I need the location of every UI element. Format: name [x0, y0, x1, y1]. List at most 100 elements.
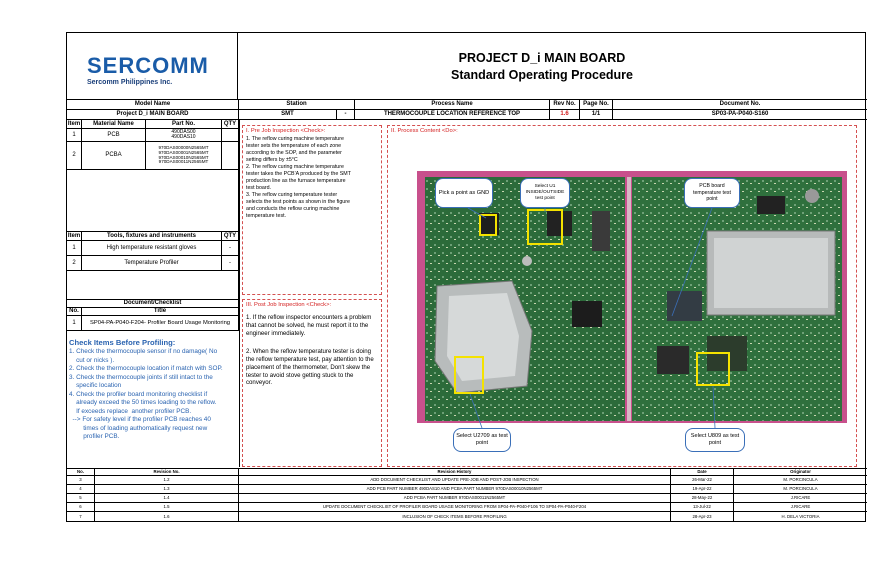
mat-name: PCB: [82, 129, 146, 142]
check-items: Check Items Before Profiling: 1. Check t…: [69, 338, 239, 442]
rev-date: 28-Apr-23: [671, 512, 734, 522]
rev-date: 13-Jul-22: [671, 503, 734, 512]
pre-job-line: tester sets the temperature of each zone: [246, 142, 342, 149]
document-subtitle: Standard Operating Procedure: [451, 68, 633, 82]
mat-name: PCBA: [82, 142, 146, 170]
tools-header-qty: QTY: [222, 232, 239, 241]
table-row: 6: [67, 503, 95, 512]
check-line: 1. Check the thermocouple sensor if no d…: [69, 348, 218, 356]
process-title: II. Process Content <Do>:: [391, 128, 458, 134]
pre-job-panel: I. Pre Job Inspection <Check>: 1. The re…: [242, 125, 382, 295]
callout-leader-lines: [467, 207, 716, 429]
value-rev-no: 1.6: [550, 110, 580, 120]
pre-job-line: test board.: [246, 184, 272, 191]
check-line: specific location: [69, 382, 122, 390]
check-line: 4. Check the profiler board monitoring c…: [69, 390, 208, 398]
value-document-no: SP03-PA-P040-S160: [613, 110, 867, 120]
table-row: 1: [67, 129, 82, 142]
check-line: If exceeds replace another profiler PCB.: [69, 407, 192, 415]
rev-date: 28-May-22: [671, 494, 734, 503]
pre-job-line: 3. The reflow curing temperature tester: [246, 191, 338, 198]
pcb-photo: [417, 171, 847, 423]
post-job-item-1: 1. If the reflow inspector encounters a …: [246, 314, 372, 337]
highlight-u2709: [454, 356, 484, 394]
value-page-no: 1/1: [580, 110, 613, 120]
mat-header-qty: QTY: [222, 120, 239, 129]
header-process-name: Process Name: [355, 100, 550, 110]
rev-rev: 1.3: [95, 485, 239, 494]
pcb-board-image: [417, 171, 847, 423]
table-row: 7: [67, 512, 95, 522]
check-line: 2. Check the thermocouple location if ma…: [69, 365, 223, 373]
rev-header-history: Revision History: [239, 469, 671, 476]
check-items-heading: Check Items Before Profiling:: [69, 338, 176, 347]
doc-header-title: Title: [82, 308, 239, 316]
rev-header-no: No.: [67, 469, 95, 476]
company-subtitle: Sercomm Philippines Inc.: [87, 79, 173, 86]
pre-job-title: I. Pre Job Inspection <Check>:: [246, 128, 326, 134]
tools-header-item: Item: [67, 232, 82, 241]
pre-job-line: 2. The reflow curing machine temperature: [246, 163, 344, 170]
rev-originator: M. PORCINCULA: [734, 485, 867, 494]
tool-qty: -: [222, 256, 239, 271]
mat-header-part: Part No.: [146, 120, 222, 129]
post-job-panel: III. Post Job Inspection <Check>: 1. If …: [242, 299, 382, 467]
mat-part: 490DAS00 490DAS10: [146, 129, 222, 142]
tool-name: High temperature resistant gloves: [82, 241, 222, 256]
callout-gnd: Pick a point as GND: [435, 178, 493, 208]
sop-document: SERCOMM Sercomm Philippines Inc. PROJECT…: [66, 32, 867, 522]
table-row: 2: [67, 256, 82, 271]
check-line: profiler PCB.: [69, 433, 120, 441]
process-panel: II. Process Content <Do>:: [387, 125, 857, 467]
check-line: 3. Check the thermocouple joints if stil…: [69, 373, 213, 381]
header-page-no: Page No.: [580, 100, 613, 110]
post-job-item-2: 2. When the reflow temperature tester is…: [246, 347, 374, 387]
mat-part: 970DAS00000N2565MT 970DAS00001N2565MT 97…: [146, 142, 222, 170]
header-document-no: Document No.: [613, 100, 867, 110]
table-row: 5: [67, 494, 95, 503]
rev-history: UPDATE DOCUMENT CHECKLIST OF PROFILER BO…: [239, 503, 671, 512]
pre-job-line: and conducts the reflow curing machine: [246, 205, 340, 212]
doc-row-title: SP04-PA-P040-F204- Profiler Board Usage …: [82, 316, 239, 331]
mat-header-item: Item: [67, 120, 82, 129]
mat-header-name: Material Name: [82, 120, 146, 129]
rev-header-date: Date: [671, 469, 734, 476]
rev-rev: 1.4: [95, 494, 239, 503]
pre-job-line: setting differs by ±5°C: [246, 156, 298, 163]
pre-job-line: production line as the furnace temperatu…: [246, 177, 346, 184]
rev-history: ADD DOCUMENT CHECKLIST AND UPDATE PRE-JO…: [239, 476, 671, 485]
mat-qty: [222, 142, 239, 170]
rev-originator: H. DELA VICTORIA: [781, 513, 820, 519]
doc-title: Document/Checklist: [67, 300, 239, 308]
table-row: 2: [67, 142, 82, 170]
table-row: 4: [67, 485, 95, 494]
header-station: Station: [239, 100, 355, 110]
rev-originator: M. PORCINCULA: [734, 476, 867, 485]
rev-history: ADD PCBA PART NUMBER 970DAS00011N2565MT: [239, 494, 671, 503]
header-model-name: Model Name: [67, 100, 239, 110]
rev-originator: J.RICARE: [734, 503, 867, 512]
value-model-name: Project D_i MAIN BOARD: [67, 110, 239, 120]
rev-header-originator: Originator: [734, 469, 867, 476]
rev-history: INCLUSION OF CHECK ITEMS BEFORE PROFILIN…: [239, 512, 671, 522]
rev-date: 26-Mar-22: [671, 476, 734, 485]
header-rev-no: Rev No.: [550, 100, 580, 110]
check-line: --> For safety level if the profiler PCB…: [69, 416, 211, 424]
tool-qty: -: [222, 241, 239, 256]
callout-u2709: Select U2709 as test point: [453, 428, 511, 452]
tools-header-name: Tools, fixtures and instruments: [82, 232, 222, 241]
rev-header-rev: Revision No.: [95, 469, 239, 476]
highlight-u809: [696, 352, 730, 386]
highlight-gnd: [479, 214, 497, 236]
doc-header-no: No.: [67, 308, 82, 316]
rev-date: 19-Apr-22: [671, 485, 734, 494]
pre-job-line: selects the test points as shown in the …: [246, 198, 350, 205]
rev-rev: 1.6: [95, 512, 239, 522]
rev-rev: 1.2: [95, 476, 239, 485]
rev-history: ADD PCB PART NUMBER 490DAS10 AND PCBA PA…: [239, 485, 671, 494]
pre-job-line: according to the SOP, and the parameter: [246, 149, 342, 156]
pre-job-line: 1. The reflow curing machine temperature: [246, 136, 344, 142]
callout-pcb-temp: PCB board temperature test point: [684, 178, 740, 208]
pre-job-line: temperature test.: [246, 212, 287, 219]
mat-qty: [222, 129, 239, 142]
